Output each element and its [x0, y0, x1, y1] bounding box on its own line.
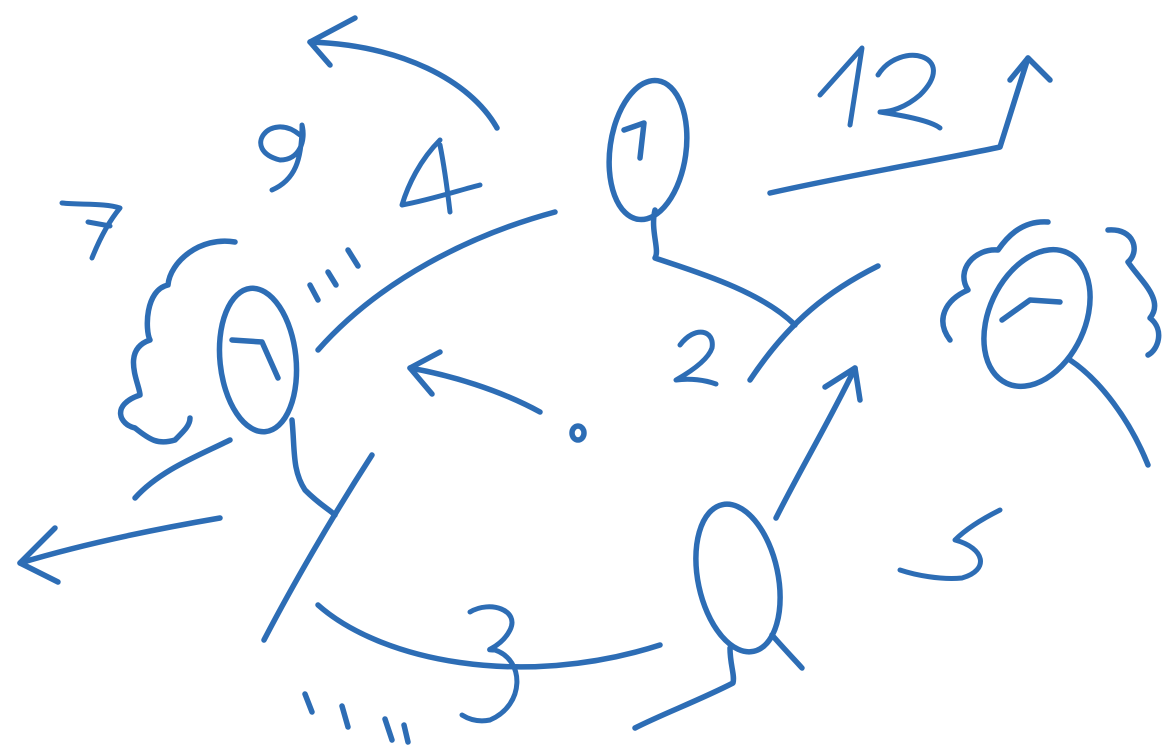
right-hair-right [1108, 230, 1159, 355]
label-3: 3 [490, 639, 521, 702]
circle-arc-top [318, 212, 555, 350]
head-top-face [624, 123, 644, 158]
head-icon-top [601, 75, 696, 224]
arrow-top-right-head [1010, 58, 1050, 80]
label-9: 9 [285, 133, 312, 186]
label-2: 2 [695, 340, 717, 384]
label-7: 7 [90, 193, 117, 246]
head-left-neck [292, 420, 335, 515]
head-left-face [232, 340, 278, 378]
head-bottom-neck [635, 648, 733, 728]
tick-marks-left [310, 250, 358, 300]
circle-arc-left-lower [264, 455, 372, 640]
head-left-shoulder [135, 440, 230, 498]
label-4: 4 [440, 158, 467, 211]
head-right-face [1002, 300, 1060, 320]
number-1-of-12-strokes [820, 48, 862, 125]
head-bottom-neck-right [772, 635, 802, 668]
arrow-bottom-right [776, 368, 855, 518]
head-icon-bottom [683, 496, 792, 659]
right-hair-left [943, 222, 1048, 340]
label-center: o [572, 424, 582, 444]
head-icon-left-curly [213, 284, 304, 435]
arrow-top-left [310, 42, 497, 128]
head-top-neck [654, 210, 795, 325]
tick-marks-bottom [305, 694, 408, 742]
label-12: 12 [880, 68, 933, 121]
label-5: 5 [950, 528, 977, 581]
diagram-ink [20, 18, 1159, 742]
circle-arc-right [750, 266, 878, 380]
head-right-neck [1070, 360, 1148, 465]
arrow-left [20, 518, 220, 563]
circle-arc-bottom [318, 605, 660, 667]
